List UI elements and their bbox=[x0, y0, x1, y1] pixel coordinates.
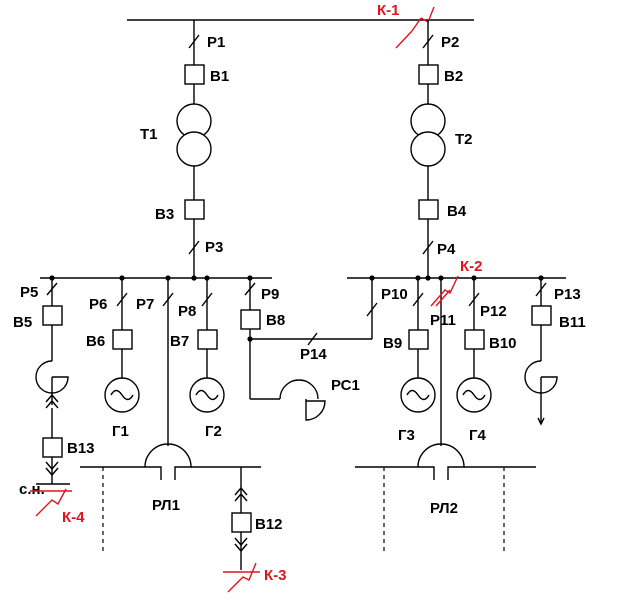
label-p8: Р8 bbox=[178, 303, 196, 320]
disconnector-p11 bbox=[412, 292, 424, 307]
arrow-down-icon bbox=[537, 417, 545, 426]
plug-connector-b12-upper bbox=[234, 486, 248, 502]
sectional-reactor-rc1 bbox=[279, 379, 326, 421]
disconnector-p14 bbox=[307, 332, 318, 346]
label-p14: Р14 bbox=[300, 346, 327, 363]
group-reactor-rl1 bbox=[144, 443, 192, 480]
label-p3: Р3 bbox=[205, 239, 223, 256]
label-b3: В3 bbox=[155, 206, 174, 223]
label-t2: Т2 bbox=[455, 131, 473, 148]
label-rl2: РЛ2 bbox=[430, 500, 458, 517]
fault-k3-marker bbox=[227, 562, 257, 593]
label-b13: В13 bbox=[67, 440, 95, 457]
label-rl1: РЛ1 bbox=[152, 497, 180, 514]
label-p13: Р13 bbox=[554, 286, 581, 303]
label-b5: В5 bbox=[13, 314, 32, 331]
label-p9: Р9 bbox=[261, 286, 279, 303]
breaker-b6 bbox=[112, 329, 133, 350]
fault-k1-marker bbox=[395, 6, 435, 49]
disconnector-p10 bbox=[366, 302, 378, 317]
breaker-b7 bbox=[197, 329, 218, 350]
label-p6: Р6 bbox=[89, 296, 107, 313]
label-b9: В9 bbox=[383, 335, 402, 352]
fault-k4-marker bbox=[35, 488, 67, 517]
disconnector-p3 bbox=[188, 240, 200, 255]
label-sn: с.н. bbox=[19, 481, 45, 498]
disconnector-p1 bbox=[188, 34, 200, 49]
plug-connector-upper bbox=[45, 393, 59, 409]
breaker-b12 bbox=[231, 512, 252, 533]
label-p1: Р1 bbox=[207, 34, 225, 51]
label-k3: К-3 bbox=[264, 567, 287, 584]
transformer-t1-winding-2 bbox=[176, 131, 212, 167]
breaker-b1 bbox=[184, 64, 205, 85]
group-reactor-rl2 bbox=[417, 443, 465, 480]
breaker-b2 bbox=[418, 64, 439, 85]
label-g4: Г4 bbox=[469, 427, 487, 444]
disconnector-p6 bbox=[116, 292, 128, 307]
label-b10: В10 bbox=[489, 335, 517, 352]
disconnector-p2 bbox=[422, 34, 434, 49]
disconnector-p8 bbox=[201, 292, 213, 307]
label-b12: В12 bbox=[255, 516, 283, 533]
breaker-b5 bbox=[42, 305, 63, 326]
label-k2: К-2 bbox=[460, 258, 483, 275]
disconnector-p7 bbox=[162, 292, 174, 307]
label-b2: В2 bbox=[444, 68, 463, 85]
label-p2: Р2 bbox=[441, 34, 459, 51]
reactor-aux bbox=[35, 360, 69, 394]
label-p12: Р12 bbox=[480, 303, 507, 320]
label-p5: Р5 bbox=[20, 284, 38, 301]
label-p7: Р7 bbox=[136, 296, 154, 313]
label-b4: В4 bbox=[447, 203, 467, 220]
sine-icon bbox=[195, 389, 219, 401]
label-b8: В8 bbox=[266, 312, 285, 329]
junction bbox=[191, 275, 197, 281]
transformer-t2-winding-2 bbox=[410, 131, 446, 167]
plug-connector-b12-lower bbox=[234, 537, 248, 553]
disconnector-p5 bbox=[46, 282, 58, 296]
sine-icon bbox=[110, 389, 134, 401]
disconnector-p9 bbox=[244, 282, 256, 296]
breaker-b10 bbox=[464, 329, 485, 350]
breaker-b8 bbox=[240, 309, 261, 330]
label-g2: Г2 bbox=[205, 423, 222, 440]
sine-icon bbox=[462, 389, 486, 401]
label-p11: Р11 bbox=[430, 312, 456, 329]
sine-icon bbox=[406, 389, 430, 401]
disconnector-p12 bbox=[468, 292, 480, 307]
label-k1: К-1 bbox=[377, 2, 400, 19]
label-g1: Г1 bbox=[112, 423, 129, 440]
label-k4: К-4 bbox=[62, 509, 85, 526]
label-p4: Р4 bbox=[437, 241, 456, 258]
breaker-b13 bbox=[42, 437, 63, 458]
label-p10: Р10 bbox=[381, 286, 408, 303]
breaker-b3 bbox=[184, 199, 205, 220]
disconnector-p13 bbox=[535, 282, 547, 297]
junction bbox=[425, 275, 431, 281]
disconnector-p4 bbox=[422, 240, 434, 255]
breaker-b11 bbox=[531, 305, 552, 326]
breaker-b9 bbox=[408, 329, 429, 350]
label-rc1: РС1 bbox=[331, 377, 360, 394]
label-g3: Г3 bbox=[398, 427, 415, 444]
label-t1: Т1 bbox=[140, 126, 158, 143]
fault-k2-marker bbox=[430, 275, 459, 307]
plug-connector-lower bbox=[45, 461, 59, 477]
label-b7: В7 bbox=[170, 333, 189, 350]
label-b1: В1 bbox=[210, 68, 229, 85]
label-b6: В6 bbox=[86, 333, 105, 350]
reactor-feeder bbox=[524, 360, 558, 394]
breaker-b4 bbox=[418, 199, 439, 220]
label-b11: В11 bbox=[559, 314, 586, 331]
